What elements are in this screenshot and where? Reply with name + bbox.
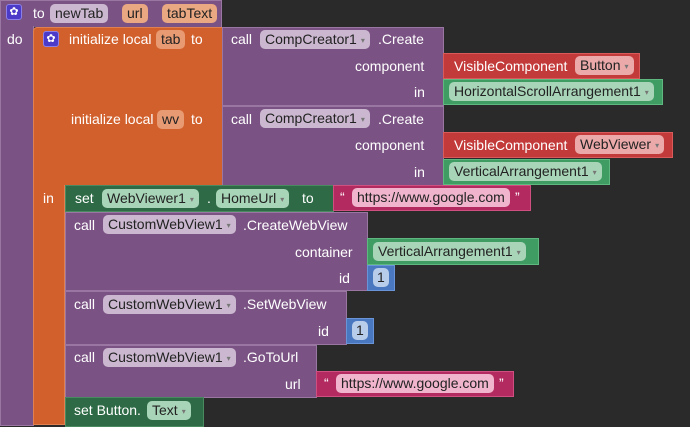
- component-dropdown[interactable]: CustomWebView1▾: [103, 295, 236, 314]
- init2-label: initialize local: [71, 111, 154, 127]
- local-var-tab[interactable]: tab: [156, 30, 186, 49]
- component-name: CompCreator1: [265, 31, 357, 47]
- component-type: Button: [580, 57, 621, 73]
- component-name: CompCreator1: [265, 110, 357, 126]
- dropdown-arrow-icon: ▾: [624, 61, 629, 71]
- string-value-field[interactable]: https://www.google.com: [352, 188, 510, 207]
- do-label: do: [7, 31, 23, 47]
- mutator-gear-icon[interactable]: ✿: [6, 4, 22, 20]
- string-value-field[interactable]: https://www.google.com: [336, 374, 494, 393]
- dropdown-arrow-icon: ▾: [655, 140, 660, 150]
- param-url[interactable]: url: [122, 4, 148, 23]
- container-dropdown[interactable]: VerticalArrangement1▾: [373, 242, 526, 261]
- arg-id-label: id: [318, 323, 329, 339]
- arg-in-label: in: [414, 164, 425, 180]
- method-name: .GoToUrl: [243, 349, 299, 365]
- call-label: call: [74, 349, 96, 365]
- arg-component-label: component: [355, 137, 425, 153]
- method-name: .Create: [378, 111, 424, 127]
- dropdown-arrow-icon: ▾: [226, 300, 231, 310]
- method-name: .SetWebView: [243, 296, 327, 312]
- initialize-local-block[interactable]: [33, 27, 223, 186]
- container-dropdown[interactable]: VerticalArrangement1▾: [449, 162, 602, 181]
- procedure-body-rail: [0, 26, 34, 426]
- dropdown-arrow-icon: ▾: [226, 220, 231, 230]
- visible-component-label: VisibleComponent: [454, 58, 568, 74]
- component-name: CustomWebView1: [108, 349, 223, 365]
- arg-component-label: component: [355, 58, 425, 74]
- container-name: HorizontalScrollArrangement1: [454, 83, 641, 99]
- component-name: WebViewer1: [107, 190, 186, 206]
- component-type: WebViewer: [580, 136, 652, 152]
- method-name: .Create: [378, 31, 424, 47]
- dropdown-arrow-icon: ▾: [181, 406, 186, 416]
- procedure-name-field[interactable]: newTab: [50, 4, 109, 23]
- local-var-wv[interactable]: wv: [157, 110, 185, 129]
- arg-container-label: container: [295, 244, 353, 260]
- container-name: VerticalArrangement1: [454, 163, 589, 179]
- dropdown-arrow-icon: ▾: [360, 114, 365, 124]
- component-name: CustomWebView1: [108, 216, 223, 232]
- property-name: HomeUrl: [221, 190, 277, 206]
- to-label: to: [33, 5, 45, 21]
- container-name: VerticalArrangement1: [378, 243, 513, 259]
- open-quote: “: [324, 375, 329, 391]
- visible-component-label: VisibleComponent: [454, 137, 568, 153]
- call-label: call: [74, 296, 96, 312]
- dropdown-arrow-icon: ▾: [189, 194, 194, 204]
- call-label: call: [74, 217, 96, 233]
- container-dropdown[interactable]: HorizontalScrollArrangement1▾: [449, 82, 654, 101]
- property-name: Text: [152, 402, 178, 418]
- method-name: .CreateWebView: [243, 217, 348, 233]
- component-dropdown[interactable]: CompCreator1▾: [260, 30, 370, 49]
- dropdown-arrow-icon: ▾: [516, 247, 521, 257]
- init1-to: to: [191, 31, 203, 47]
- number-value-field[interactable]: 1: [373, 268, 389, 287]
- arg-in-label: in: [414, 84, 425, 100]
- property-dropdown[interactable]: Text▾: [147, 401, 191, 420]
- set-label: set Button.: [74, 402, 141, 418]
- call1-label: call: [231, 31, 253, 47]
- initialize-local-rail: [33, 185, 65, 425]
- number-value-field[interactable]: 1: [352, 321, 368, 340]
- local-mutator-gear-icon[interactable]: ✿: [43, 31, 59, 47]
- dropdown-arrow-icon: ▾: [360, 35, 365, 45]
- dot-label: .: [207, 190, 211, 206]
- dropdown-arrow-icon: ▾: [226, 353, 231, 363]
- component-dropdown[interactable]: CustomWebView1▾: [103, 215, 236, 234]
- close-quote: ”: [499, 375, 504, 391]
- arg-url-label: url: [285, 376, 301, 392]
- component-dropdown[interactable]: CompCreator1▾: [260, 109, 370, 128]
- property-dropdown[interactable]: HomeUrl▾: [216, 189, 290, 208]
- param-tabText[interactable]: tabText: [162, 4, 218, 23]
- to-label: to: [302, 190, 314, 206]
- component-type-dropdown[interactable]: WebViewer▾: [575, 135, 665, 154]
- component-name: CustomWebView1: [108, 296, 223, 312]
- arg-id-label: id: [339, 270, 350, 286]
- set-label: set: [75, 190, 94, 206]
- call2-label: call: [231, 111, 253, 127]
- close-quote: ”: [515, 189, 520, 205]
- component-type-dropdown[interactable]: Button▾: [575, 56, 634, 75]
- component-dropdown[interactable]: CustomWebView1▾: [103, 348, 236, 367]
- open-quote: “: [340, 189, 345, 205]
- dropdown-arrow-icon: ▾: [644, 87, 649, 97]
- component-dropdown[interactable]: WebViewer1▾: [102, 189, 199, 208]
- in-label: in: [43, 190, 54, 206]
- dropdown-arrow-icon: ▾: [592, 167, 597, 177]
- init1-label: initialize local: [69, 31, 152, 47]
- dropdown-arrow-icon: ▾: [280, 194, 285, 204]
- init2-to: to: [191, 111, 203, 127]
